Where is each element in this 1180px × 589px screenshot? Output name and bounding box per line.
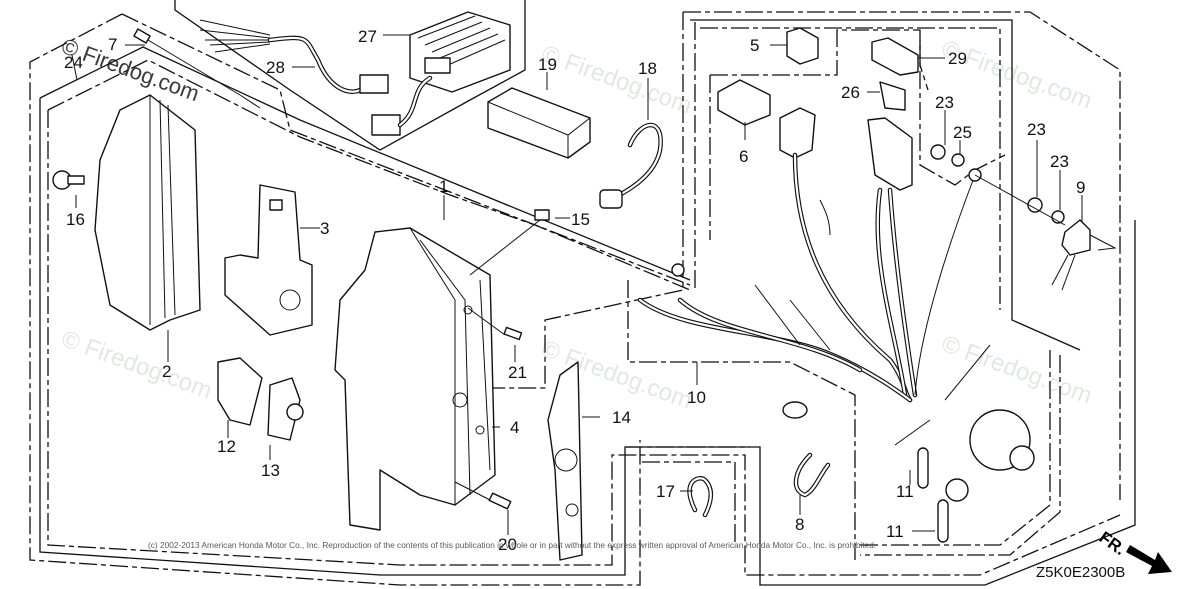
screw-21-art xyxy=(467,307,523,341)
watermark: © Firedog.com xyxy=(938,35,1095,114)
switch-art xyxy=(217,357,263,426)
callout-24: 25 xyxy=(953,123,972,142)
callout-23: 23 xyxy=(1050,152,1069,171)
control-box-art xyxy=(334,227,496,531)
callout-21: 21 xyxy=(508,363,527,382)
callout-19: 19 xyxy=(538,55,557,74)
callout-18: 18 xyxy=(638,59,657,78)
bolt-15-art xyxy=(469,209,550,276)
callout-9: 9 xyxy=(1076,178,1085,197)
leader-lines xyxy=(71,34,1083,535)
callout-15: 15 xyxy=(571,210,590,229)
connector-art xyxy=(779,107,816,159)
clip-art xyxy=(782,401,831,498)
cushion-art xyxy=(487,87,591,159)
fuse-wire-art xyxy=(133,28,261,109)
panel-label-art xyxy=(547,361,583,561)
bracket-art xyxy=(224,184,313,336)
fuse-holder-art xyxy=(867,117,913,191)
callout-16: 16 xyxy=(66,210,85,229)
callout-13: 13 xyxy=(261,461,280,480)
callout-22a: 23 xyxy=(935,93,954,112)
callout-17: 17 xyxy=(656,482,675,501)
regulator-rectifier-art xyxy=(409,11,511,93)
callout-2: 2 xyxy=(162,362,171,381)
callout-4: 4 xyxy=(510,418,519,437)
callout-7: 7 xyxy=(108,35,117,54)
control-box-cover-art xyxy=(94,94,201,331)
callout-14: 14 xyxy=(612,408,631,427)
callout-20: 20 xyxy=(498,535,517,554)
cable-tie-art xyxy=(599,122,663,209)
band-art xyxy=(687,476,713,518)
screw-20-art xyxy=(454,481,512,510)
callout-27: 29 xyxy=(948,49,967,68)
diode-art xyxy=(1051,219,1117,291)
fuse-art xyxy=(879,81,906,111)
callout-3: 3 xyxy=(320,219,329,238)
part-artwork xyxy=(52,11,1117,561)
callout-8: 8 xyxy=(795,515,804,534)
front-label: FR. xyxy=(1096,528,1129,559)
callout-22b: 23 xyxy=(1027,120,1046,139)
relay-art xyxy=(786,27,819,65)
copyright-notice: (c) 2002-2013 American Honda Motor Co., … xyxy=(148,540,876,550)
nuts-washers-art xyxy=(930,144,1066,226)
relay-rubber-art xyxy=(717,79,771,126)
callout-11b: 11 xyxy=(886,522,904,541)
callout-29: 28 xyxy=(266,58,285,77)
callout-11a: 11 xyxy=(896,482,914,501)
callout-1: 1 xyxy=(439,177,448,196)
fuse-case-cover-art xyxy=(871,37,919,76)
callout-12: 12 xyxy=(217,437,236,456)
keys-art xyxy=(917,447,969,543)
callout-6: 6 xyxy=(739,147,748,166)
callout-labels: 24 7 28 27 19 18 5 6 29 26 23 25 24 23 2… xyxy=(64,27,1085,554)
ignition-switch-art xyxy=(969,409,1035,471)
regulator-harness-art xyxy=(199,19,433,136)
bolt-16-art xyxy=(52,170,85,190)
callout-28: 27 xyxy=(358,27,377,46)
watermark: © Firedog.com xyxy=(58,325,215,404)
group-outlines xyxy=(29,0,1136,586)
watermark: © Firedog.com xyxy=(938,330,1095,409)
callout-5: 5 xyxy=(750,36,759,55)
wire-harness-art xyxy=(637,152,991,446)
callout-25: 26 xyxy=(841,83,860,102)
choke-knob-art xyxy=(267,377,304,441)
arrow-icon xyxy=(1126,545,1172,574)
diagram-code: Z5K0E2300B xyxy=(1036,564,1125,581)
callout-26: 24 xyxy=(64,53,83,72)
callout-10: 10 xyxy=(687,388,706,407)
